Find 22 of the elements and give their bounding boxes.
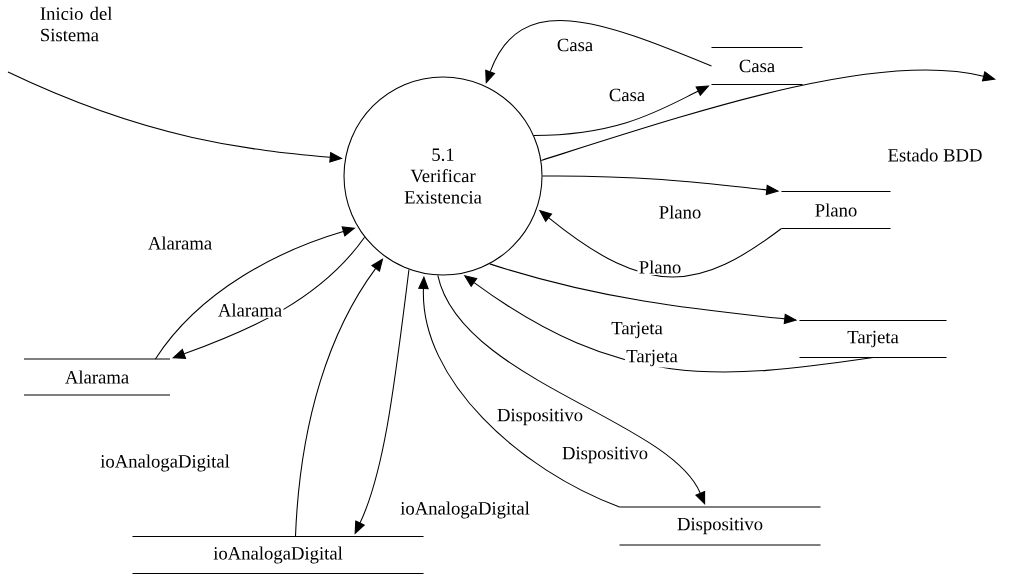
data-store: ioAnalogaDigital [131, 535, 425, 575]
edge-label: Plano [657, 204, 703, 220]
edge-label: Dispositivo [495, 407, 585, 427]
edge-label: ioAnalogaDigital [398, 500, 532, 520]
edge-label: Plano [637, 259, 683, 275]
arrow [7, 71, 343, 163]
edge-label: Alarama [216, 302, 284, 318]
edge-label: Casa [555, 37, 595, 53]
edge-label: Estado BDD [886, 147, 984, 163]
arrow [485, 20, 712, 84]
edge-label: Dispositivo [560, 445, 650, 465]
edge-label: Casa [607, 87, 647, 103]
data-store: Casa [710, 46, 804, 86]
edge-label: Inicio del Sistema [40, 6, 113, 42]
data-store: Tarjeta [798, 319, 948, 359]
data-store: Dispositivo [618, 506, 822, 546]
edge-label: Tarjeta [624, 348, 680, 368]
edge-label: Alarama [146, 235, 214, 251]
data-store: Alarama [23, 358, 171, 396]
edge-label: Tarjeta [609, 320, 665, 340]
edge-label: ioAnalogaDigital [98, 453, 232, 473]
data-store: Plano [780, 190, 892, 230]
